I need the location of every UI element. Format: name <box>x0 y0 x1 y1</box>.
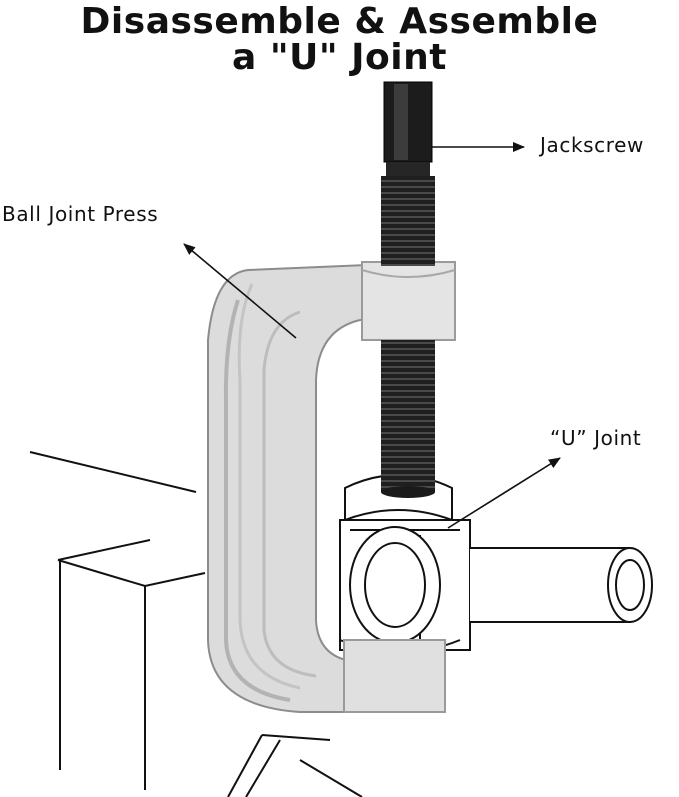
page-title-line-2: a "U" Joint <box>232 37 447 78</box>
u-joint-arrow <box>447 457 561 529</box>
jackscrew <box>381 81 435 498</box>
page-title-line-1: Disassemble & Assemble <box>80 1 599 42</box>
clamp-base-sketch <box>227 734 363 797</box>
ball-joint-press-arrow <box>183 243 297 339</box>
ball-joint-press-frame <box>207 260 456 713</box>
vise-block <box>29 451 206 790</box>
u-joint <box>339 474 471 654</box>
ball-joint-press-label: Ball Joint Press <box>2 202 159 226</box>
jackscrew-label: Jackscrew <box>540 133 644 157</box>
u-joint-label: “U” Joint <box>550 426 642 450</box>
shaft-tube <box>470 547 653 623</box>
callout-arrows <box>183 142 561 529</box>
